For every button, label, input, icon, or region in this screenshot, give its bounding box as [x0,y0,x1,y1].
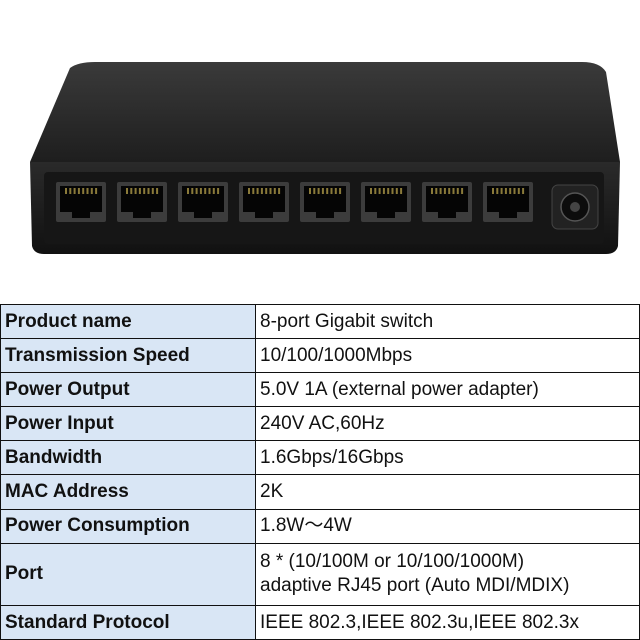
spec-value: 1.8W～4W [255,508,640,544]
spec-value-line: 10/100/1000Mbps [260,344,413,366]
rj45-port-icon [239,182,289,222]
spec-value-line: 2K [260,481,284,503]
spec-value: 1.6Gbps/16Gbps [255,440,640,476]
rj45-port-icon [361,182,411,222]
spec-label: Power Input [0,406,256,442]
spec-label: Power Output [0,372,256,408]
spec-value-line: 5.0V 1A (external power adapter) [260,378,539,400]
rj45-port-icon [56,182,106,222]
rj45-port-icon [483,182,533,222]
spec-value: IEEE 802.3,IEEE 802.3u,IEEE 802.3x [255,604,640,640]
spec-value-line: 240V AC,60Hz [260,412,385,434]
spec-value-line: 1.6Gbps/16Gbps [260,447,404,469]
rj45-port-icon [300,182,350,222]
rj45-port-icon [117,182,167,222]
rj45-port-icon [422,182,472,222]
spec-label: Product name [0,303,256,340]
product-photo [0,0,640,300]
spec-label: Power Consumption [0,508,256,544]
spec-value: 8 * (10/100M or 10/100/1000M)adaptive RJ… [255,542,640,606]
rj45-port-icon [178,182,228,222]
spec-label: Transmission Speed [0,338,256,374]
spec-label: Bandwidth [0,440,256,476]
spec-value-line: 1.8W～4W [260,515,352,537]
spec-value: 240V AC,60Hz [255,406,640,442]
spec-label: Port [0,542,256,606]
spec-value: 8-port Gigabit switch [255,303,640,340]
spec-value-line: 8 * (10/100M or 10/100/1000M) [260,551,525,573]
spec-label: Standard Protocol [0,604,256,640]
spec-value: 2K [255,474,640,510]
network-switch-icon [30,62,620,254]
spec-value: 10/100/1000Mbps [255,338,640,374]
spec-value-line: 8-port Gigabit switch [260,310,434,332]
spec-value-line: IEEE 802.3,IEEE 802.3u,IEEE 802.3x [260,611,579,633]
spec-value: 5.0V 1A (external power adapter) [255,372,640,408]
spec-value-line: adaptive RJ45 port (Auto MDI/MDIX) [260,575,570,597]
spec-label: MAC Address [0,474,256,510]
